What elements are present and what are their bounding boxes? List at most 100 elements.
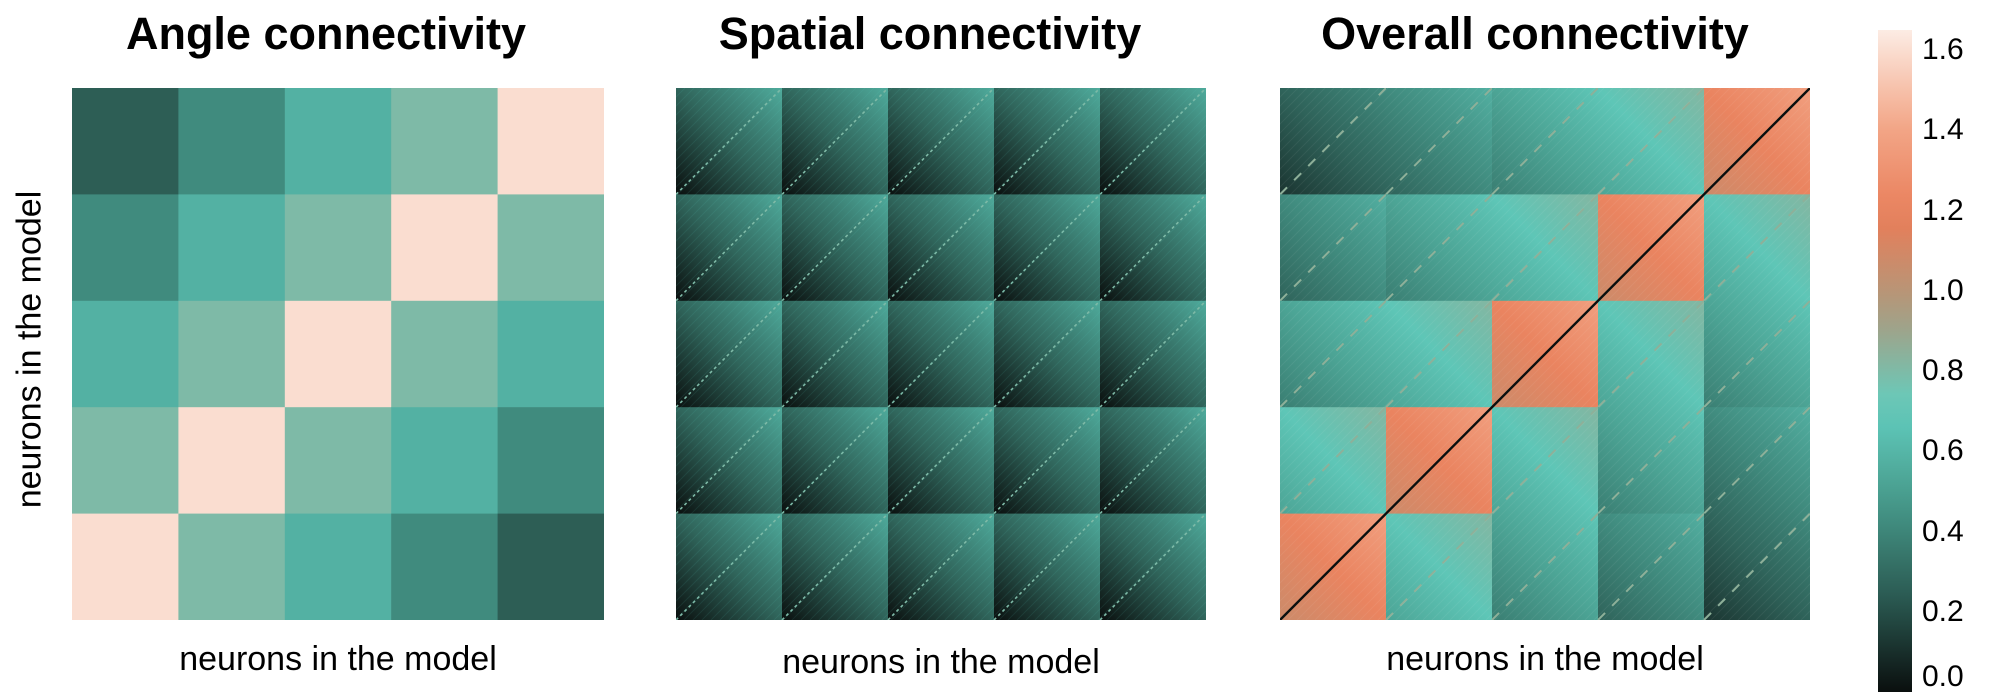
texture-line xyxy=(872,286,1206,620)
heatmap-cell xyxy=(178,300,286,408)
block-diagonal xyxy=(1385,88,1493,196)
block-diagonal xyxy=(1597,512,1705,620)
texture-line xyxy=(1314,124,1810,620)
texture-line xyxy=(863,277,1206,620)
texture-line xyxy=(676,88,1181,593)
texture-line xyxy=(998,412,1206,620)
texture-line xyxy=(1701,511,1810,620)
texture-line xyxy=(845,259,1206,620)
texture-line xyxy=(1280,88,1497,305)
texture-line xyxy=(1106,520,1206,620)
texture-line xyxy=(1280,88,1722,530)
texture-line xyxy=(1575,385,1810,620)
chart-title-overall: Overall connectivity xyxy=(1321,8,1749,59)
texture-line xyxy=(1280,88,1470,278)
texture-line xyxy=(737,151,1206,620)
texture-line xyxy=(676,88,884,296)
heatmap-cell xyxy=(497,300,604,408)
texture-line xyxy=(1280,88,1560,368)
texture-line xyxy=(1323,133,1810,620)
colorbar-gradient xyxy=(1878,30,1912,692)
block-diagonal xyxy=(1491,406,1599,515)
texture-line xyxy=(676,88,1206,620)
block-diagonal xyxy=(781,193,889,302)
heatmap-spatial xyxy=(676,88,1206,620)
block-diagonal xyxy=(1703,300,1810,408)
texture-line xyxy=(1539,349,1810,620)
texture-line xyxy=(1280,88,1515,323)
texture-line xyxy=(953,367,1206,620)
block-diagonal xyxy=(781,513,889,620)
texture-line xyxy=(676,88,839,251)
texture-line xyxy=(926,340,1206,620)
colorbar xyxy=(1878,30,1912,692)
texture-line xyxy=(1280,88,1731,539)
texture-line xyxy=(676,88,1010,422)
texture-line xyxy=(1503,313,1810,620)
texture-line xyxy=(1647,457,1810,620)
texture-line xyxy=(676,88,1028,440)
texture-line xyxy=(764,178,1206,620)
texture-line xyxy=(1280,88,1461,269)
texture-line xyxy=(1368,178,1810,620)
texture-line xyxy=(773,187,1206,620)
heatmap-cell xyxy=(72,300,179,408)
texture-line xyxy=(676,88,902,314)
texture-line xyxy=(676,88,1019,431)
texture-line xyxy=(1683,493,1810,620)
colorbar-tick-label: 0.2 xyxy=(1922,594,1964,628)
block-diagonal xyxy=(993,513,1101,620)
block-diagonal xyxy=(887,300,995,408)
y-axis-label-angle: neurons in the model xyxy=(10,190,49,509)
texture-line xyxy=(782,196,1206,620)
texture-line xyxy=(1280,88,1425,233)
heatmap-cell xyxy=(72,194,179,302)
texture-line xyxy=(676,88,1082,494)
texture-line xyxy=(1710,520,1810,620)
heatmap-overall-svg xyxy=(1280,88,1810,620)
colorbar-tick-label: 1.6 xyxy=(1922,33,1964,67)
block-diagonal xyxy=(1280,300,1387,408)
heatmap-cell xyxy=(178,407,286,515)
texture-line xyxy=(676,88,947,359)
block-diagonal xyxy=(1280,88,1387,196)
block-diagonal xyxy=(1099,406,1206,515)
texture-line xyxy=(1088,502,1206,620)
block-diagonal xyxy=(887,406,995,515)
texture-line xyxy=(944,358,1206,620)
texture-line xyxy=(1061,475,1206,620)
block-diagonal xyxy=(1597,88,1705,196)
texture-line xyxy=(1656,466,1810,620)
heatmap-cell xyxy=(391,88,499,195)
texture-line xyxy=(1280,88,1758,566)
texture-line xyxy=(1280,88,1614,422)
texture-line xyxy=(1458,268,1810,620)
block-diagonal xyxy=(1385,512,1493,620)
texture-line xyxy=(1593,403,1810,620)
texture-line xyxy=(676,88,1064,476)
texture-line xyxy=(1280,88,1767,575)
texture-line xyxy=(1280,88,1551,359)
texture-line xyxy=(1280,88,1713,521)
texture-line xyxy=(676,88,1037,449)
texture-line xyxy=(1305,115,1810,620)
texture-line xyxy=(676,88,1109,521)
texture-line xyxy=(1280,88,1380,188)
texture-line xyxy=(1449,259,1810,620)
texture-line xyxy=(1413,223,1810,620)
texture-line xyxy=(710,124,1206,620)
texture-line xyxy=(1350,160,1810,620)
heatmap-cell xyxy=(497,513,604,620)
block-diagonal xyxy=(1280,406,1387,515)
texture-line xyxy=(1280,88,1785,593)
colorbar-tick-label: 0.0 xyxy=(1922,660,1964,693)
texture-line xyxy=(676,88,1073,485)
block-diagonal xyxy=(676,300,783,408)
block-diagonal xyxy=(993,88,1101,195)
texture-line xyxy=(676,88,956,368)
texture-line xyxy=(980,394,1206,620)
texture-line xyxy=(1512,322,1810,620)
texture-line xyxy=(692,106,1206,620)
texture-line xyxy=(1280,88,1605,413)
texture-line xyxy=(1467,277,1810,620)
